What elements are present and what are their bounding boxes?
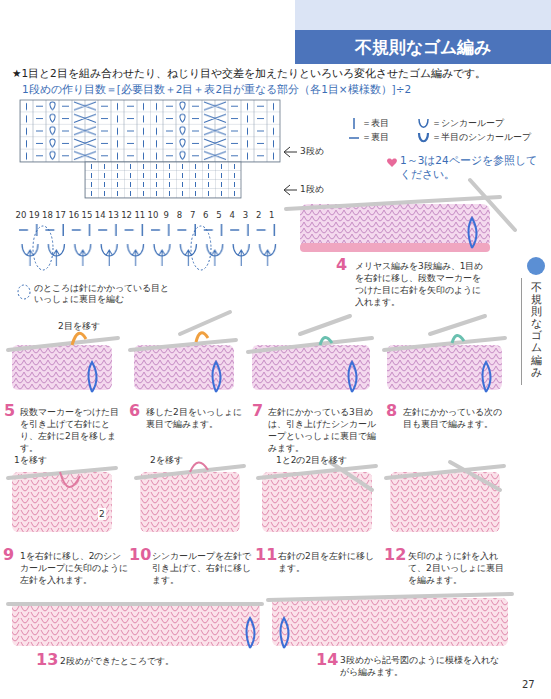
callout-number: 27	[522, 678, 544, 692]
callout-number: 17	[54, 210, 68, 221]
callout-number: 5	[212, 210, 226, 221]
note-text: 移した2目をいっしょに裏目で編みます。	[146, 406, 246, 430]
callout-number: 12	[120, 210, 134, 221]
note-text: シンカーループを左針で引き上げて、右針に移します。	[152, 550, 252, 586]
note-text: ★1目と2目を組み合わせたり、ねじり目や交差を加えたりといろいろ変化させたゴム編…	[12, 66, 544, 80]
callout-number: 14	[316, 651, 338, 669]
callout-number: 19	[27, 210, 41, 221]
callout-number: 13	[36, 651, 58, 669]
callout-number: 18	[40, 210, 54, 221]
callout-number: 15	[80, 210, 94, 221]
title-banner: 不規則なゴム編み	[295, 30, 551, 64]
legend-text: ＝裏目	[362, 131, 389, 143]
tab-text: 不規則なゴム編み	[531, 282, 542, 379]
page-title: 不規則なゴム編み	[355, 36, 491, 59]
note-text: 1を移す	[14, 454, 74, 466]
callout-number: 9	[159, 210, 173, 221]
callout-number: 13	[106, 210, 120, 221]
callout-number: 6	[129, 402, 145, 420]
callout-number: 14	[93, 210, 107, 221]
callout-number: 20	[14, 210, 28, 221]
callout-number: 10	[129, 546, 151, 564]
callout-number: 9	[3, 546, 19, 564]
note-text: 1と2の2目を移す	[276, 454, 372, 466]
note-text: 2を移す	[150, 454, 210, 466]
note-text: 2	[98, 508, 106, 520]
side-tab: 不規則なゴム編み	[521, 278, 551, 385]
callout-number: 1	[265, 210, 279, 221]
callout-number: 10	[146, 210, 160, 221]
note-text: 1段めの作り目数＝[必要目数＋2目＋表2目が重なる部分（各1目×模様数）]÷2	[22, 82, 532, 96]
note-text: 左針にかかっている3目めは、引き上げたシンカーループといっしょに裏目で編みます。	[268, 406, 384, 455]
note-text: 段数マーカーをつけた目を引き上げて右針にとり、左針に2目を移します。	[20, 406, 126, 455]
note-text: 1～3は24ページを参照してください。	[400, 153, 540, 181]
callout-number: 3	[238, 210, 252, 221]
callout-number: 4	[225, 210, 239, 221]
note-text: 矢印のように針を入れて、2目いっしょに裏目を編みます。	[408, 550, 508, 586]
note-text: のところは針にかかっている目といっしょに裏目を編む	[34, 283, 169, 306]
callout-number: 11	[255, 546, 277, 564]
note-text: 1を右針に移し、2のシンカーループに矢印のように左針を入れます。	[20, 550, 128, 586]
note-text: 2目を移す	[58, 320, 128, 332]
legend-text: ＝シンカーループ	[432, 117, 504, 129]
callout-number: 16	[67, 210, 81, 221]
legend-text: ＝半目のシンカーループ	[432, 131, 531, 143]
note-text: 3段めから記号図のように模様を入れながら編みます。	[340, 654, 505, 678]
callout-number: 5	[4, 402, 20, 420]
note-text: 1段め	[300, 183, 346, 195]
note-text: メリヤス編みを3段編み、1目めを右針に移し、段数マーカーをつけた目に右針を矢印の…	[355, 260, 487, 309]
callout-number: 2	[252, 210, 266, 221]
note-text: 右針の2目を左針に移します。	[278, 550, 380, 574]
callout-number: 4	[336, 256, 354, 274]
note-text: 2段めができたところです。	[60, 655, 220, 667]
callout-number: 7	[186, 210, 200, 221]
callout-number: 8	[386, 402, 402, 420]
callout-number: 6	[199, 210, 213, 221]
legend-text: ＝表目	[362, 117, 389, 129]
callout-number: 8	[172, 210, 186, 221]
callout-number: 7	[252, 402, 268, 420]
note-text: 3段め	[300, 145, 346, 157]
note-text: 左針にかかっている次の目も裏目で編みます。	[403, 406, 508, 430]
callout-number: 11	[133, 210, 147, 221]
callout-number: 12	[384, 546, 406, 564]
